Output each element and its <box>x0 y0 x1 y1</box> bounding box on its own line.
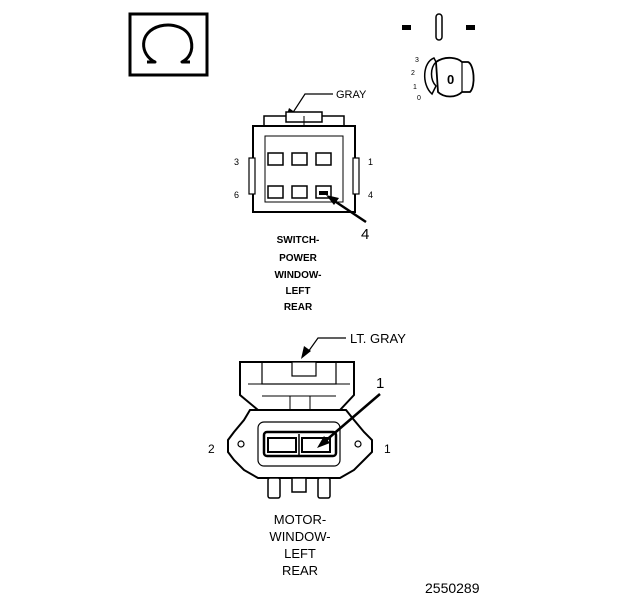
svg-text:REAR: REAR <box>284 302 313 313</box>
svg-text:WINDOW-: WINDOW- <box>274 270 321 281</box>
motor-pin-1: 1 <box>384 442 391 456</box>
svg-text:POWER: POWER <box>279 253 318 264</box>
svg-text:MOTOR-: MOTOR- <box>274 512 326 527</box>
motor-pin-2: 2 <box>208 442 215 456</box>
switch-connector: GRAY 3 1 6 4 4 SWITCH- POWER WINDOW- LEF… <box>234 89 373 313</box>
ignition-key-switch: 3 2 1 0 0 <box>402 13 475 102</box>
motor-caption: MOTOR- WINDOW- LEFT REAR <box>269 512 330 578</box>
ohmmeter-icon <box>142 23 194 64</box>
key-position-1: 1 <box>413 84 417 91</box>
svg-text:SWITCH-: SWITCH- <box>277 235 320 246</box>
switch-pin-4: 4 <box>368 190 373 200</box>
switch-caption: SWITCH- POWER WINDOW- LEFT REAR <box>274 235 321 313</box>
switch-connector-color: GRAY <box>336 89 367 101</box>
switch-pin-1: 1 <box>368 157 373 167</box>
svg-text:WINDOW-: WINDOW- <box>269 529 330 544</box>
key-position-2: 2 <box>411 70 415 77</box>
motor-connector-color: LT. GRAY <box>350 331 406 346</box>
key-icon <box>424 56 475 98</box>
svg-text:LEFT: LEFT <box>286 286 311 297</box>
key-position-3: 3 <box>415 57 419 64</box>
key-position-0: 0 <box>417 95 421 102</box>
switch-pin-3: 3 <box>234 157 239 167</box>
key-label: 0 <box>447 72 454 87</box>
figure-number: 2550289 <box>425 580 480 596</box>
svg-text:LEFT: LEFT <box>284 546 316 561</box>
svg-text:REAR: REAR <box>282 563 318 578</box>
switch-callout: 4 <box>361 226 369 243</box>
motor-connector: LT. GRAY 2 1 1 MOTOR- WINDOW- LEFT <box>208 331 406 578</box>
motor-callout: 1 <box>376 375 384 392</box>
switch-pin-6: 6 <box>234 190 239 200</box>
ohmmeter-symbol <box>128 12 209 77</box>
